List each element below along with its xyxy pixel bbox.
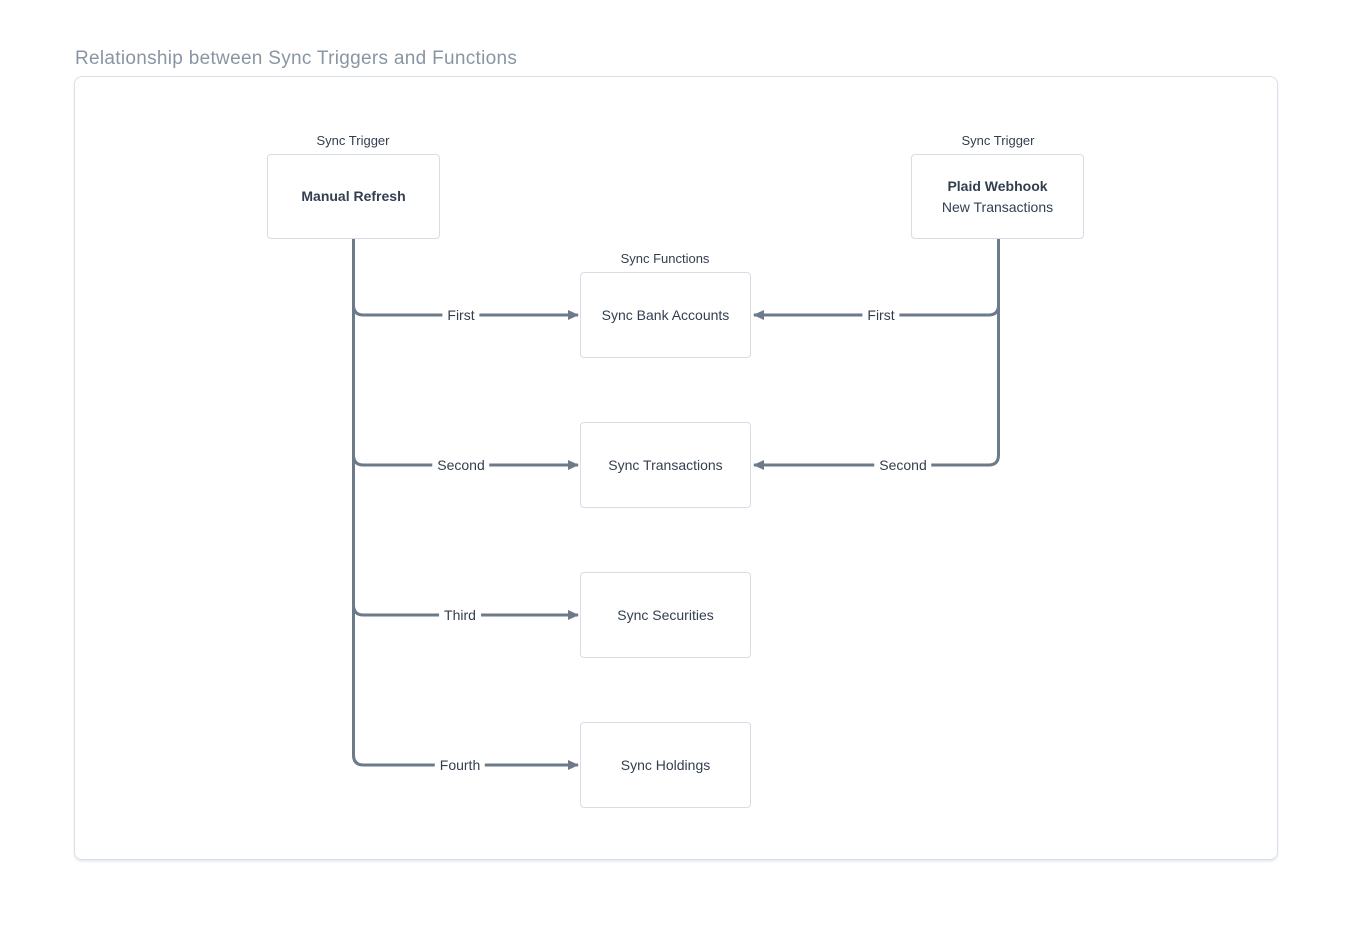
node-sync-bank-accounts-label: Sync Bank Accounts <box>601 306 730 323</box>
node-plaid-webhook-label: Plaid Webhook <box>947 177 1048 194</box>
node-manual-refresh: Manual Refresh <box>267 154 440 239</box>
edge-label-manual-second: Second <box>432 457 490 473</box>
diagram-title: Relationship between Sync Triggers and F… <box>75 48 518 69</box>
node-sync-securities-label: Sync Securities <box>617 606 714 623</box>
node-sync-securities: Sync Securities <box>580 572 751 658</box>
edge-label-manual-fourth: Fourth <box>434 757 486 773</box>
node-plaid-webhook-sublabel: New Transactions <box>941 198 1054 215</box>
group-label-sync-functions: Sync Functions <box>620 251 710 266</box>
node-sync-transactions: Sync Transactions <box>580 422 751 508</box>
edge-label-manual-first: First <box>442 307 480 323</box>
node-sync-transactions-label: Sync Transactions <box>608 456 723 473</box>
node-sync-holdings: Sync Holdings <box>580 722 751 808</box>
edge-label-webhook-second: Second <box>874 457 932 473</box>
edge-label-webhook-first: First <box>862 307 900 323</box>
group-label-sync-trigger-right: Sync Trigger <box>961 133 1035 148</box>
node-manual-refresh-label: Manual Refresh <box>301 188 406 204</box>
node-sync-holdings-label: Sync Holdings <box>620 756 711 773</box>
node-sync-bank-accounts: Sync Bank Accounts <box>580 272 751 358</box>
node-plaid-webhook: Plaid Webhook New Transactions <box>911 154 1084 239</box>
edge-label-manual-third: Third <box>439 607 481 623</box>
group-label-sync-trigger-left: Sync Trigger <box>316 133 390 148</box>
